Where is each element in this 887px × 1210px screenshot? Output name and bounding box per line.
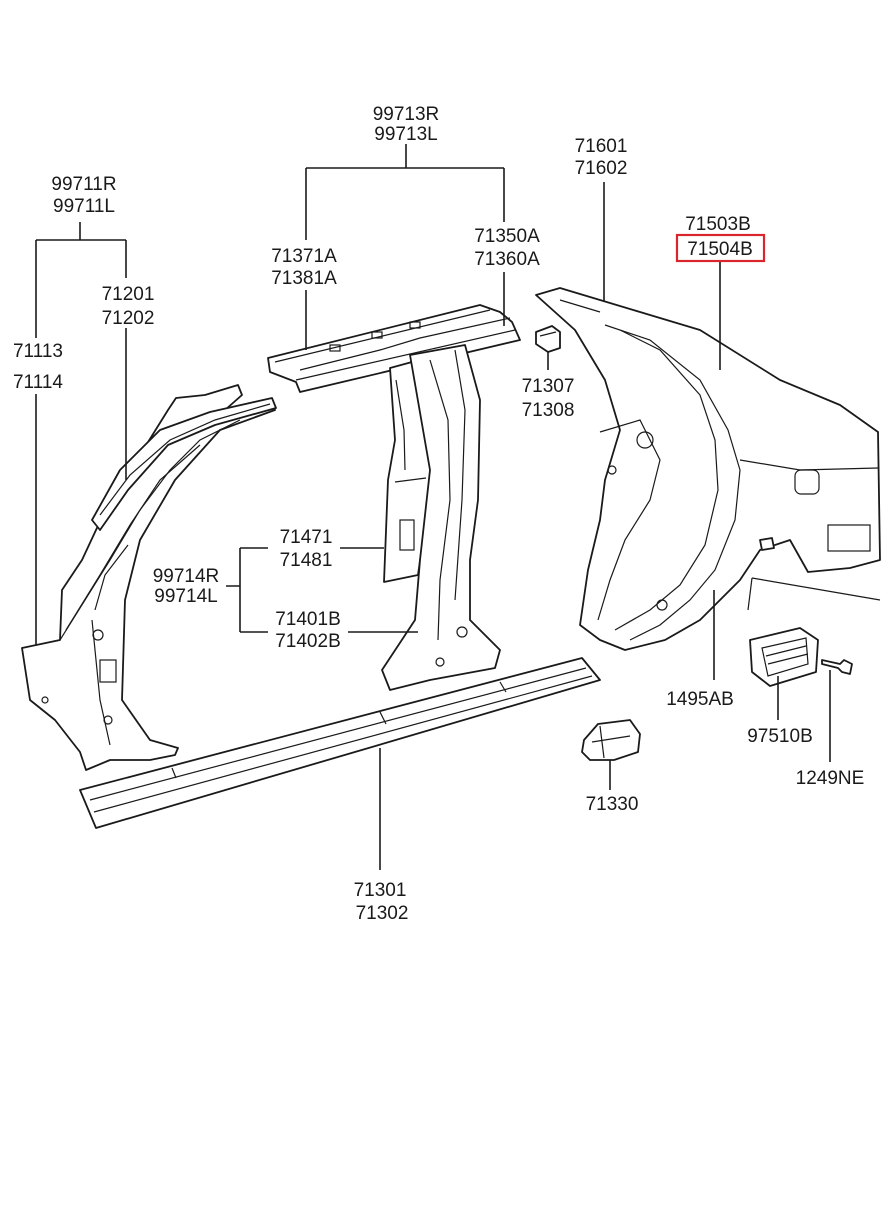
label-71401b: 71401B: [275, 609, 341, 630]
label-99714r: 99714R: [153, 566, 220, 587]
vent-grille-part: [749, 627, 819, 687]
center-pillar-outer-part: [381, 344, 501, 691]
roof-rail-part: [267, 304, 521, 393]
vent-guide-lines: [747, 577, 881, 611]
label-71302: 71302: [356, 903, 409, 924]
label-71371a: 71371A: [271, 246, 337, 267]
label-71114: 71114: [13, 372, 63, 393]
label-71602: 71602: [575, 158, 628, 179]
label-71202: 71202: [102, 308, 155, 329]
roof-side-rail-part: [91, 397, 277, 531]
quarter-panel-part: [535, 287, 881, 651]
label-71481: 71481: [280, 550, 333, 571]
label-99713r: 99713R: [373, 104, 440, 125]
bracket-71307-part: [535, 325, 561, 353]
label-99711r: 99711R: [51, 174, 116, 195]
label-71402b: 71402B: [275, 631, 341, 652]
label-71471: 71471: [280, 527, 333, 548]
clip-1495ab-part: [759, 537, 775, 551]
screw-part: [821, 659, 853, 675]
label-71301: 71301: [354, 880, 407, 901]
label-71504b: 71504B: [687, 239, 753, 260]
label-71381a: 71381A: [271, 268, 337, 289]
label-1249ne: 1249NE: [796, 768, 865, 789]
label-71360a: 71360A: [474, 249, 540, 270]
label-99714l: 99714L: [154, 586, 217, 607]
label-71307: 71307: [522, 376, 575, 397]
highlight-box-71504b: [675, 233, 766, 263]
label-71113: 71113: [13, 341, 63, 362]
label-71601: 71601: [575, 136, 628, 157]
label-71503b: 71503B: [685, 214, 751, 235]
bracket-71330-part: [581, 719, 641, 761]
label-99711l: 99711L: [53, 196, 115, 217]
leader-lines: [35, 144, 831, 870]
label-71350a: 71350A: [474, 226, 540, 247]
label-97510b: 97510B: [747, 726, 813, 747]
label-1495ab: 1495AB: [666, 689, 734, 710]
label-71201: 71201: [102, 284, 155, 305]
label-71308: 71308: [522, 400, 575, 421]
label-99713l: 99713L: [374, 124, 437, 145]
side-sill-part: [79, 657, 601, 829]
label-71330: 71330: [586, 794, 639, 815]
